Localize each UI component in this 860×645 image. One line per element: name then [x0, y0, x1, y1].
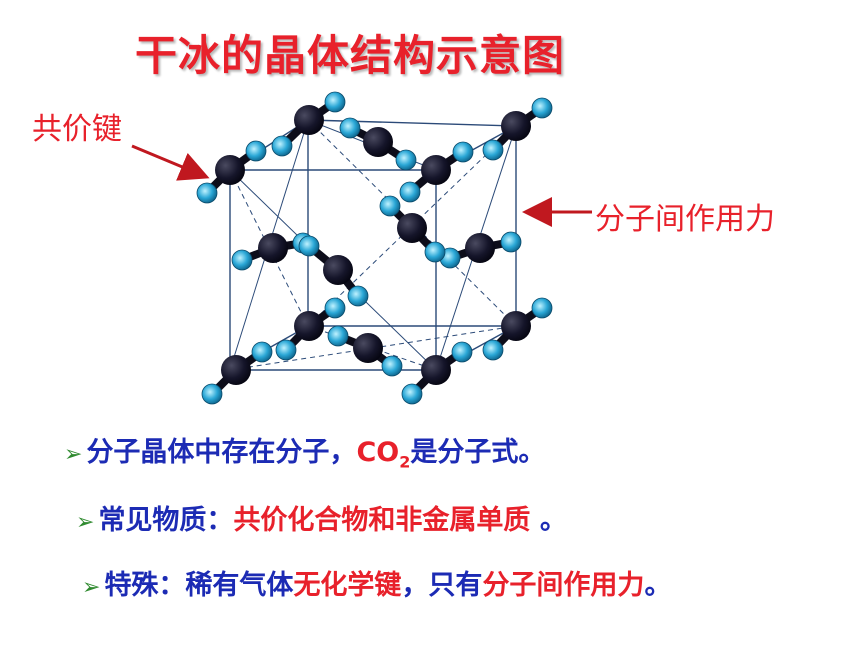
- oxygen-atom: [482, 139, 504, 161]
- bullet-arrow-icon: ➢: [64, 442, 83, 467]
- oxygen-atom: [251, 341, 273, 363]
- oxygen-atom: [275, 339, 297, 361]
- intermolecular-force-label: 分子间作用力: [595, 202, 775, 237]
- co2-molecule: [327, 325, 403, 377]
- oxygen-atom: [201, 383, 223, 405]
- co2-molecule: [275, 297, 346, 361]
- carbon-atom: [294, 311, 324, 341]
- carbon-atom: [323, 255, 353, 285]
- oxygen-atom: [399, 181, 421, 203]
- oxygen-atom: [395, 149, 417, 171]
- co2-molecule: [439, 231, 522, 269]
- carbon-atom: [501, 311, 531, 341]
- carbon-atom: [221, 355, 251, 385]
- oxygen-atom: [379, 195, 401, 217]
- co2-molecule: [482, 297, 553, 361]
- oxygen-atom: [482, 339, 504, 361]
- co2-molecules: [196, 91, 553, 405]
- dry-ice-crystal-diagram: [131, 91, 592, 405]
- oxygen-atom: [339, 117, 361, 139]
- covalent-bond-arrow: [131, 144, 210, 181]
- oxygen-atom: [401, 383, 423, 405]
- oxygen-atom: [381, 355, 403, 377]
- oxygen-atom: [196, 182, 218, 204]
- oxygen-atom: [531, 297, 553, 319]
- bullet-arrow-icon: ➢: [82, 575, 101, 600]
- carbon-atom: [397, 213, 427, 243]
- bullet-molecular-crystal: ➢分子晶体中存在分子，CO2是分子式。: [64, 437, 546, 472]
- page-title: 干冰的晶体结构示意图: [134, 31, 565, 80]
- carbon-atom: [215, 155, 245, 185]
- oxygen-atom: [271, 135, 293, 157]
- carbon-atom: [294, 105, 324, 135]
- co2-molecule: [339, 117, 417, 171]
- co2-molecule: [482, 97, 553, 161]
- carbon-atom: [501, 111, 531, 141]
- co2-molecule: [379, 195, 446, 263]
- carbon-atom: [421, 155, 451, 185]
- co2-molecule: [201, 341, 273, 405]
- co2-molecule: [401, 341, 473, 405]
- oxygen-atom: [424, 241, 446, 263]
- bullet-common-substances: ➢常见物质：共价化合物和非金属单质 。: [76, 505, 567, 536]
- covalent-bond-label: 共价键: [32, 112, 122, 147]
- oxygen-atom: [451, 341, 473, 363]
- carbon-atom: [421, 355, 451, 385]
- co2-molecule: [271, 91, 346, 157]
- oxygen-atom: [245, 140, 267, 162]
- oxygen-atom: [231, 249, 253, 271]
- co2-molecule: [399, 141, 474, 203]
- co2-formula: CO2: [356, 437, 411, 472]
- bullet-special-case: ➢特殊：稀有气体无化学键，只有分子间作用力。: [82, 570, 672, 601]
- oxygen-atom: [324, 297, 346, 319]
- oxygen-atom: [298, 235, 320, 257]
- oxygen-atom: [531, 97, 553, 119]
- bullet-arrow-icon: ➢: [76, 510, 95, 535]
- oxygen-atom: [324, 91, 346, 113]
- oxygen-atom: [327, 325, 349, 347]
- oxygen-atom: [500, 231, 522, 253]
- co2-molecule: [298, 235, 369, 307]
- carbon-atom: [258, 233, 288, 263]
- co2-molecule: [196, 140, 267, 204]
- carbon-atom: [465, 233, 495, 263]
- oxygen-atom: [452, 141, 474, 163]
- carbon-atom: [363, 127, 393, 157]
- carbon-atom: [353, 333, 383, 363]
- oxygen-atom: [347, 285, 369, 307]
